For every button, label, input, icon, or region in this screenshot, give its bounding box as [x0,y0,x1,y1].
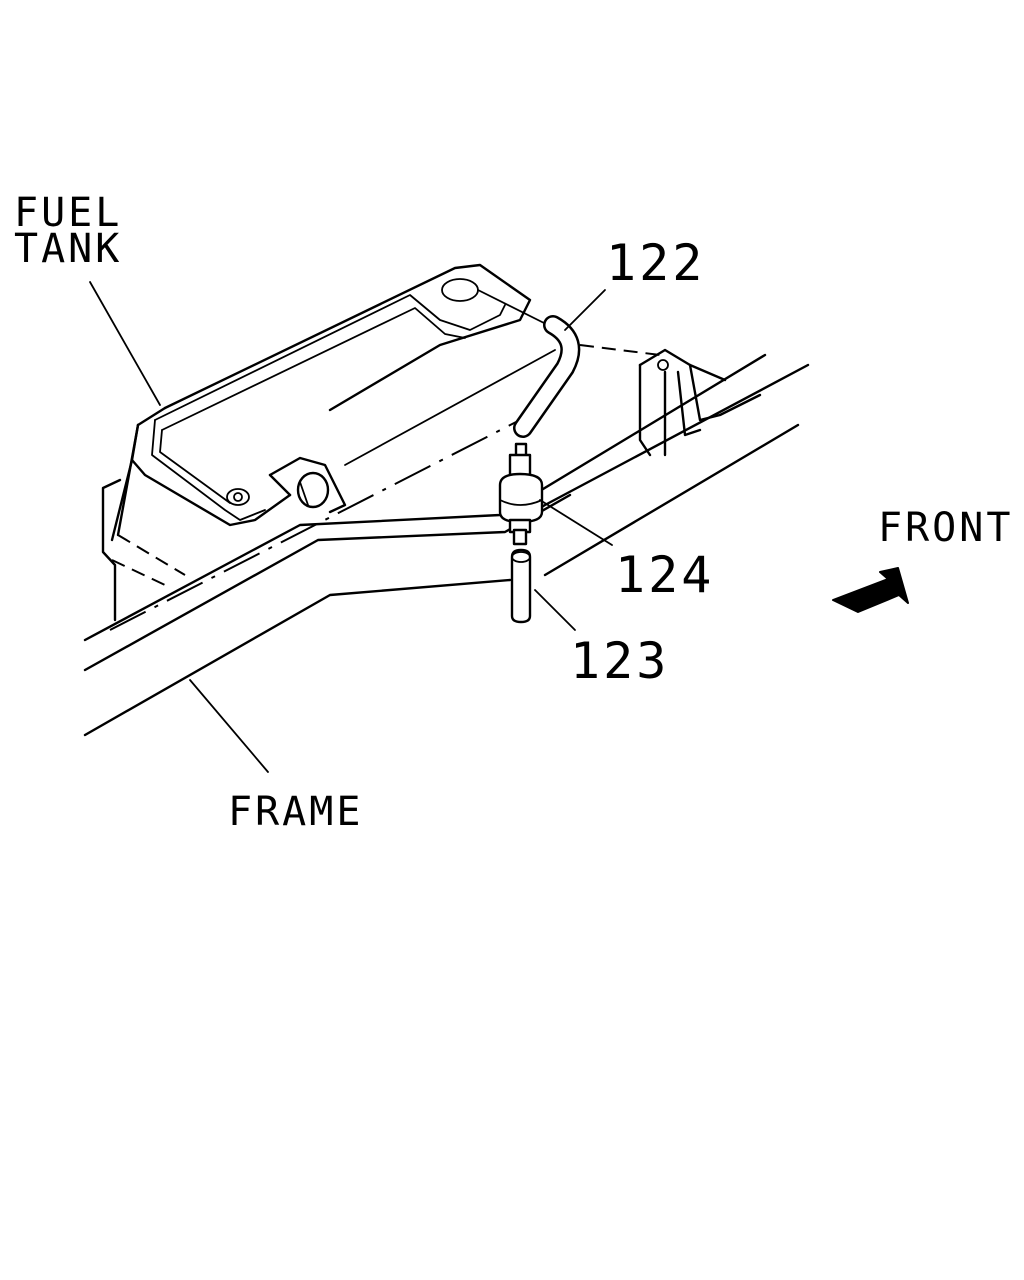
hose-122[interactable] [513,315,581,438]
frame-label: FRAME [228,789,363,835]
part-number-123: 123 [570,632,669,690]
part-number-122: 122 [606,234,705,292]
part-number-124: 124 [615,546,714,604]
fuel-tank-label-line2: TANK [14,226,122,272]
front-label: FRONT [878,505,1013,551]
pipe-123[interactable] [510,548,532,624]
fuel-filter-124[interactable] [498,442,544,546]
fuel-tank-label-line1: FUEL [14,190,122,236]
vehicle-frame [83,344,810,737]
front-direction-arrow-icon [832,567,909,613]
fuel-tank [101,263,556,622]
leader-lines [89,281,613,773]
